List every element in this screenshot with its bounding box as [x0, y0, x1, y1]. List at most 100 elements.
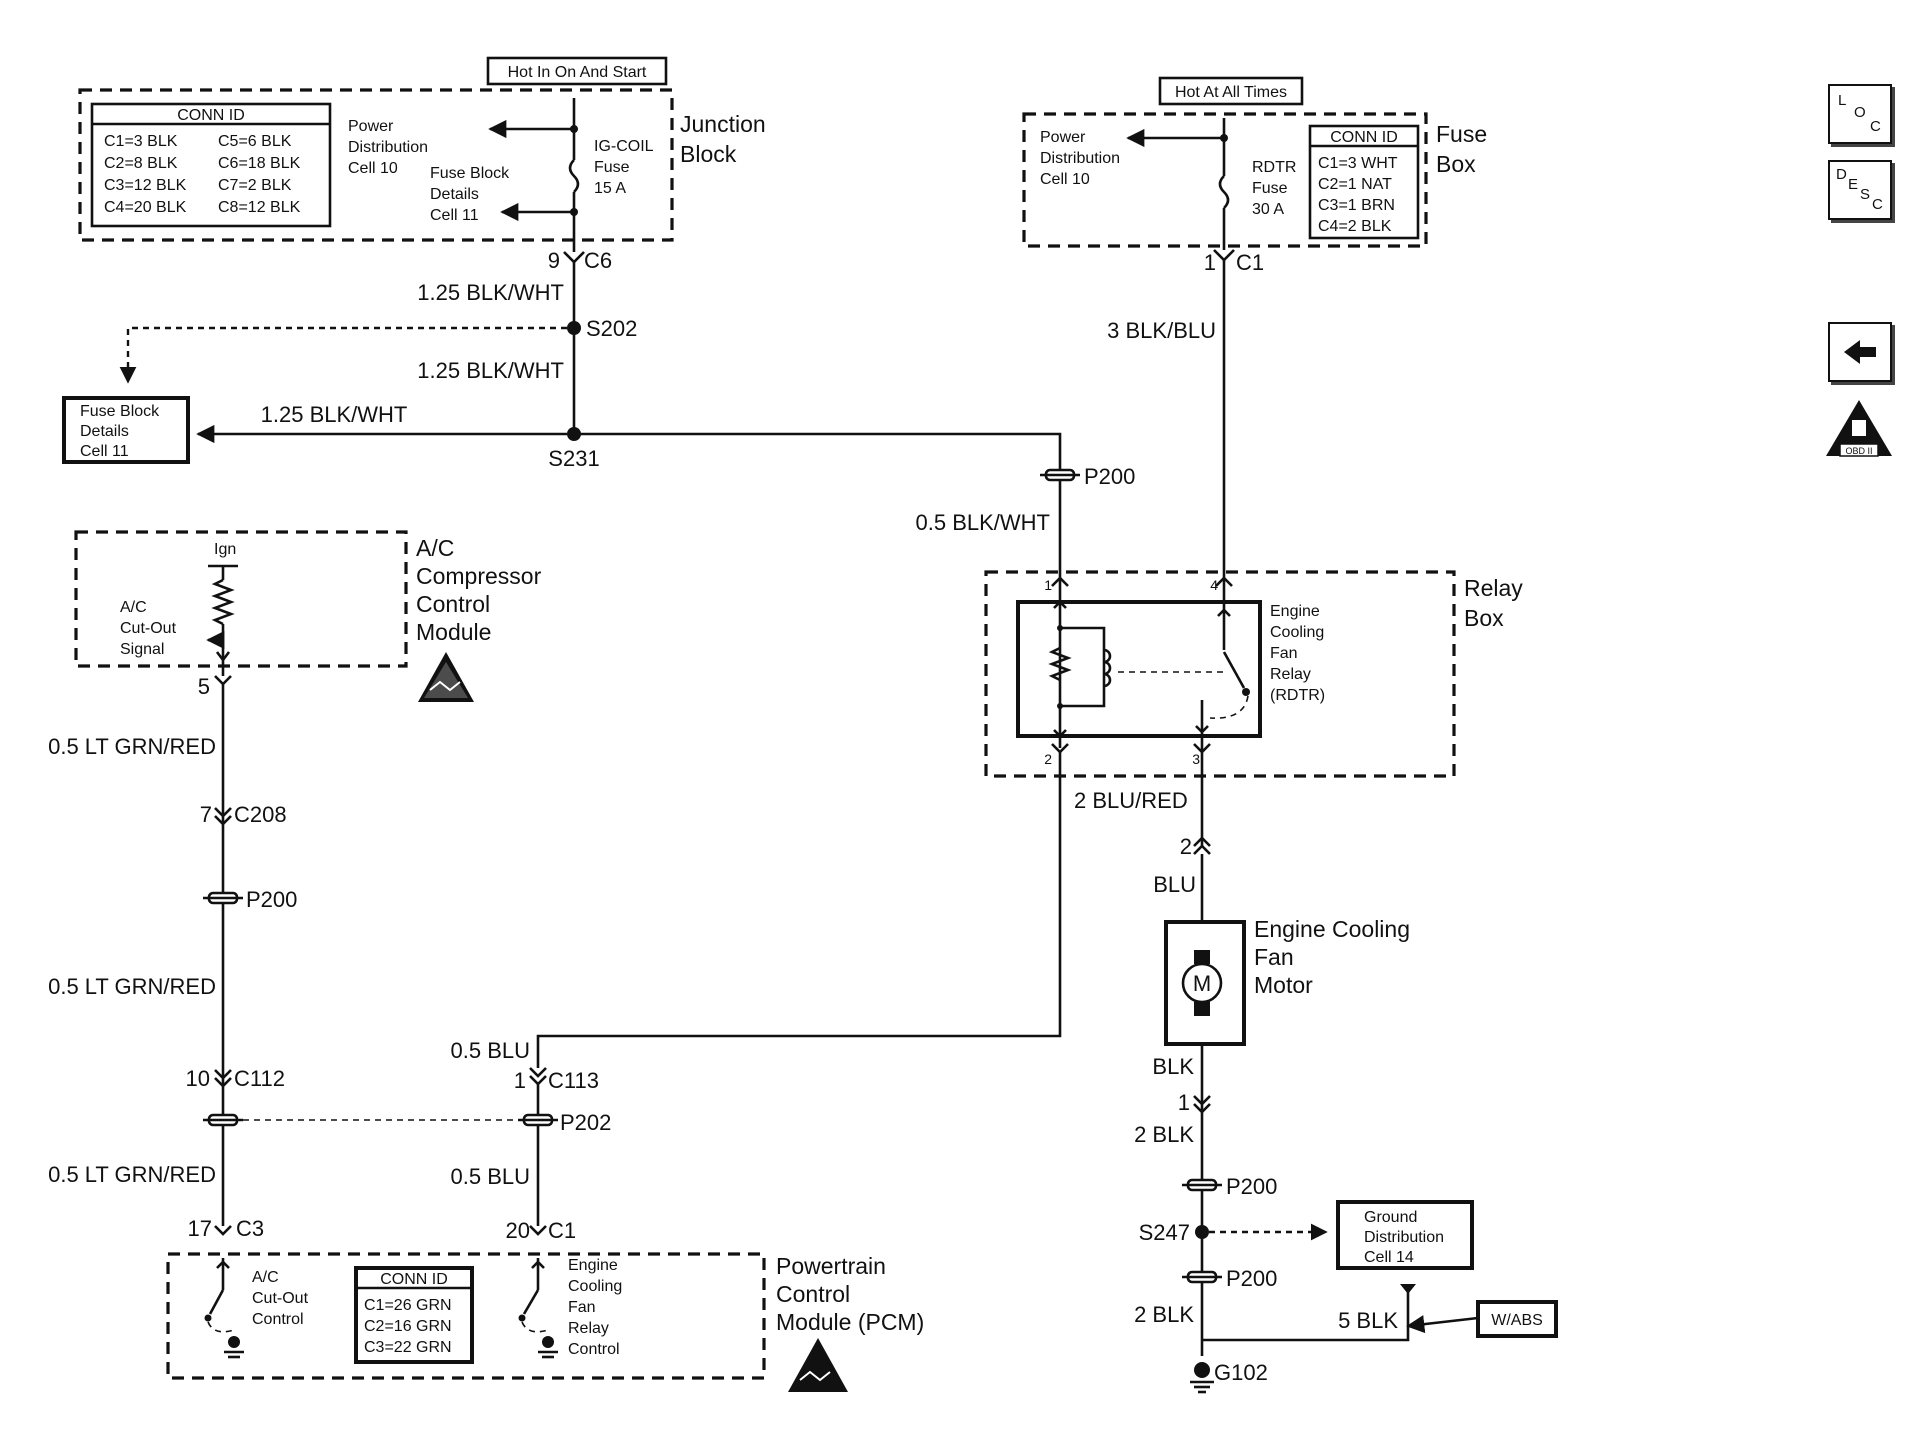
- desc-s: S: [1860, 186, 1871, 203]
- pcm-ac-switch: [208, 1289, 225, 1315]
- passthrough-p202: P202: [518, 1110, 611, 1135]
- splice-s247-label: S247: [1139, 1220, 1190, 1245]
- relay-switch-contact: [1222, 651, 1246, 689]
- pcm-conn-c3: C3=22 GRN: [364, 1339, 452, 1356]
- rdtr-fuse-2: Fuse: [1252, 180, 1288, 197]
- relay-pin-4: 4: [1210, 577, 1218, 593]
- pcm-title-3: Module (PCM): [776, 1309, 924, 1335]
- fuse-block-details-3: Cell 11: [80, 443, 129, 460]
- relay-pin-1: 1: [1044, 577, 1052, 593]
- fuse-box-c1-symbol: [1213, 249, 1235, 262]
- ac-signal-2: Cut-Out: [120, 620, 177, 637]
- pcm-fan-control-3: Fan: [568, 1299, 596, 1316]
- pcm-title-1: Powertrain: [776, 1253, 886, 1279]
- rdtr-relay: [1016, 600, 1262, 738]
- wire-label-2: 1.25 BLK/WHT: [417, 358, 564, 383]
- loc-icon[interactable]: L O C: [1828, 84, 1892, 144]
- powertrain-control-module: Powertrain Control Module (PCM) A/C Cut-…: [166, 1252, 924, 1380]
- wire-label-3: 1.25 BLK/WHT: [261, 402, 408, 427]
- wire-label-15: 0.5 BLU: [451, 1038, 531, 1063]
- wire-label-8: BLK: [1152, 1054, 1194, 1079]
- ac-signal-3: Signal: [120, 641, 164, 658]
- fuse-box-conn-id-title: CONN ID: [1330, 129, 1398, 146]
- wire-label-1: 1.25 BLK/WHT: [417, 280, 564, 305]
- p200-b-label: P200: [246, 887, 297, 912]
- motor-label-2: Fan: [1254, 944, 1294, 970]
- c6-connector-symbol: [563, 251, 585, 264]
- p200-d-label: P200: [1226, 1266, 1277, 1291]
- wire-label-10: 2 BLK: [1134, 1302, 1194, 1327]
- c3-pin: 17: [188, 1216, 212, 1241]
- relay-name-5: (RDTR): [1270, 687, 1325, 704]
- p202-label: P202: [560, 1110, 611, 1135]
- wire-label-9: 2 BLK: [1134, 1122, 1194, 1147]
- wire-label-14: 0.5 LT GRN/RED: [48, 1162, 216, 1187]
- motor-symbol-letter: M: [1193, 971, 1211, 996]
- ac-module-title-1: A/C: [416, 535, 454, 561]
- motor-symbol: [1181, 962, 1223, 1004]
- pcm-fan-control-5: Control: [568, 1341, 620, 1358]
- wire-label-6: 2 BLU/RED: [1074, 788, 1188, 813]
- ground-g102: [1194, 1362, 1210, 1378]
- relay-name-4: Relay: [1270, 666, 1311, 683]
- wire-label-13: 0.5 LT GRN/RED: [48, 974, 216, 999]
- ig-coil-fuse-symbol: [568, 159, 580, 193]
- motor-label-1: Engine Cooling: [1254, 916, 1410, 942]
- desc-icon[interactable]: D E S C: [1828, 160, 1892, 220]
- relay-name-3: Fan: [1270, 645, 1298, 662]
- junction-fuse-details-2: Details: [430, 186, 479, 203]
- junction-fuse-3: 15 A: [594, 180, 626, 197]
- junction-block-tag-box: [486, 56, 668, 86]
- loc-o: O: [1854, 104, 1866, 121]
- ac-module-title-4: Module: [416, 619, 491, 645]
- fuse-box-tag: Hot At All Times: [1175, 84, 1287, 101]
- pcm-title-2: Control: [776, 1281, 850, 1307]
- engine-cooling-fan-motor: M Engine Cooling Fan Motor: [1164, 916, 1410, 1046]
- pcm-conn-c2: C2=16 GRN: [364, 1318, 452, 1335]
- junction-block-title-1: Junction: [680, 111, 766, 137]
- relay-pin-2: 2: [1044, 751, 1052, 767]
- pcm-ac-control-1: A/C: [252, 1269, 279, 1286]
- wire-s231-to-p200: [574, 432, 1062, 470]
- back-button[interactable]: [1828, 322, 1892, 382]
- junction-block-title-2: Block: [680, 141, 737, 167]
- ac-module-ign: Ign: [214, 541, 236, 558]
- c1-label: C1: [548, 1218, 576, 1243]
- fuse-box-conn-c4: C4=2 BLK: [1318, 218, 1392, 235]
- fuse-block-details-frame: [62, 396, 190, 464]
- wire-label-5: 0.5 BLK/WHT: [916, 510, 1050, 535]
- junction-fuse-details-3: Cell 11: [430, 207, 479, 224]
- c3-label: C3: [236, 1216, 264, 1241]
- relay-box-title-2: Box: [1464, 605, 1504, 631]
- wire-ground-to-abs: [1202, 1284, 1410, 1342]
- wire-label-7: BLU: [1153, 872, 1196, 897]
- c112-label: C112: [234, 1066, 285, 1091]
- desc-e: E: [1848, 176, 1859, 193]
- relay-box: Relay Box Engine Cooling Fan Relay (RDTR…: [984, 570, 1523, 778]
- junction-conn-c8: C8=12 BLK: [218, 199, 301, 216]
- pcm-conn-id-table: [354, 1266, 474, 1364]
- p200-c-label: P200: [1226, 1174, 1277, 1199]
- fuse-box-title-1: Fuse: [1436, 121, 1487, 147]
- motor-label-3: Motor: [1254, 972, 1313, 998]
- junction-conn-c2: C2=8 BLK: [104, 155, 178, 172]
- pcm-esd-warning-icon: [788, 1338, 848, 1392]
- fuse-box-power-dist-1: Power: [1040, 129, 1086, 146]
- fuse-box: Hot At All Times Fuse Box Power Distribu…: [1022, 76, 1487, 275]
- rdtr-fuse-1: RDTR: [1252, 159, 1296, 176]
- wire-label-11: 5 BLK: [1338, 1308, 1398, 1333]
- fuse-block-details-2: Details: [80, 423, 129, 440]
- junction-fuse-details-1: Fuse Block: [430, 165, 510, 182]
- junction-power-dist-1: Power: [348, 118, 394, 135]
- relay-name-1: Engine: [1270, 603, 1320, 620]
- passthrough-p200-b: P200: [203, 887, 297, 912]
- junction-block-outline: [78, 88, 674, 242]
- junction-conn-c6: C6=18 BLK: [218, 155, 301, 172]
- rdtr-fuse-3: 30 A: [1252, 201, 1284, 218]
- ground-g102-label: G102: [1214, 1360, 1268, 1385]
- junction-block: Hot In On And Start Junction Block CONN …: [78, 56, 766, 273]
- ac-module-title-2: Compressor: [416, 563, 542, 589]
- obd-ii-label: OBD II: [1845, 446, 1872, 456]
- junction-conn-c7: C7=2 BLK: [218, 177, 292, 194]
